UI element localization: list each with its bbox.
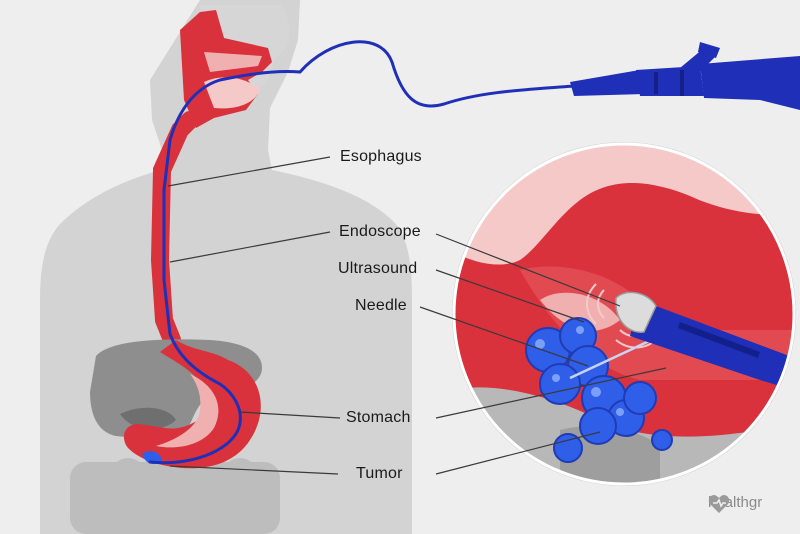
- intestines: [70, 458, 280, 534]
- stomach: [123, 340, 261, 469]
- label-esophagus: Esophagus: [340, 148, 422, 165]
- heart-icon: [708, 495, 730, 513]
- esophagus-tube: [150, 111, 199, 349]
- label-endoscope: Endoscope: [339, 223, 421, 240]
- stomach-lining: [156, 374, 219, 448]
- needle-line: [569, 334, 661, 380]
- magnified-view: [452, 142, 796, 486]
- brand-logo: healthgr: [708, 494, 762, 513]
- gallbladder: [120, 407, 176, 430]
- tumor-cells: [525, 317, 673, 463]
- label-ultrasound: Ultrasound: [338, 260, 418, 277]
- label-needle: Needle: [355, 297, 407, 314]
- endoscope-handle: [570, 42, 800, 110]
- endoscope-probe: [630, 300, 794, 392]
- label-tumor: Tumor: [356, 465, 403, 482]
- ultrasound-tip: [615, 291, 657, 333]
- endoscope-cable: [148, 40, 576, 465]
- tumor-small: [142, 451, 162, 464]
- palate: [204, 52, 262, 72]
- tongue: [204, 77, 260, 109]
- leader-lines: [167, 156, 667, 475]
- label-stomach: Stomach: [346, 409, 411, 426]
